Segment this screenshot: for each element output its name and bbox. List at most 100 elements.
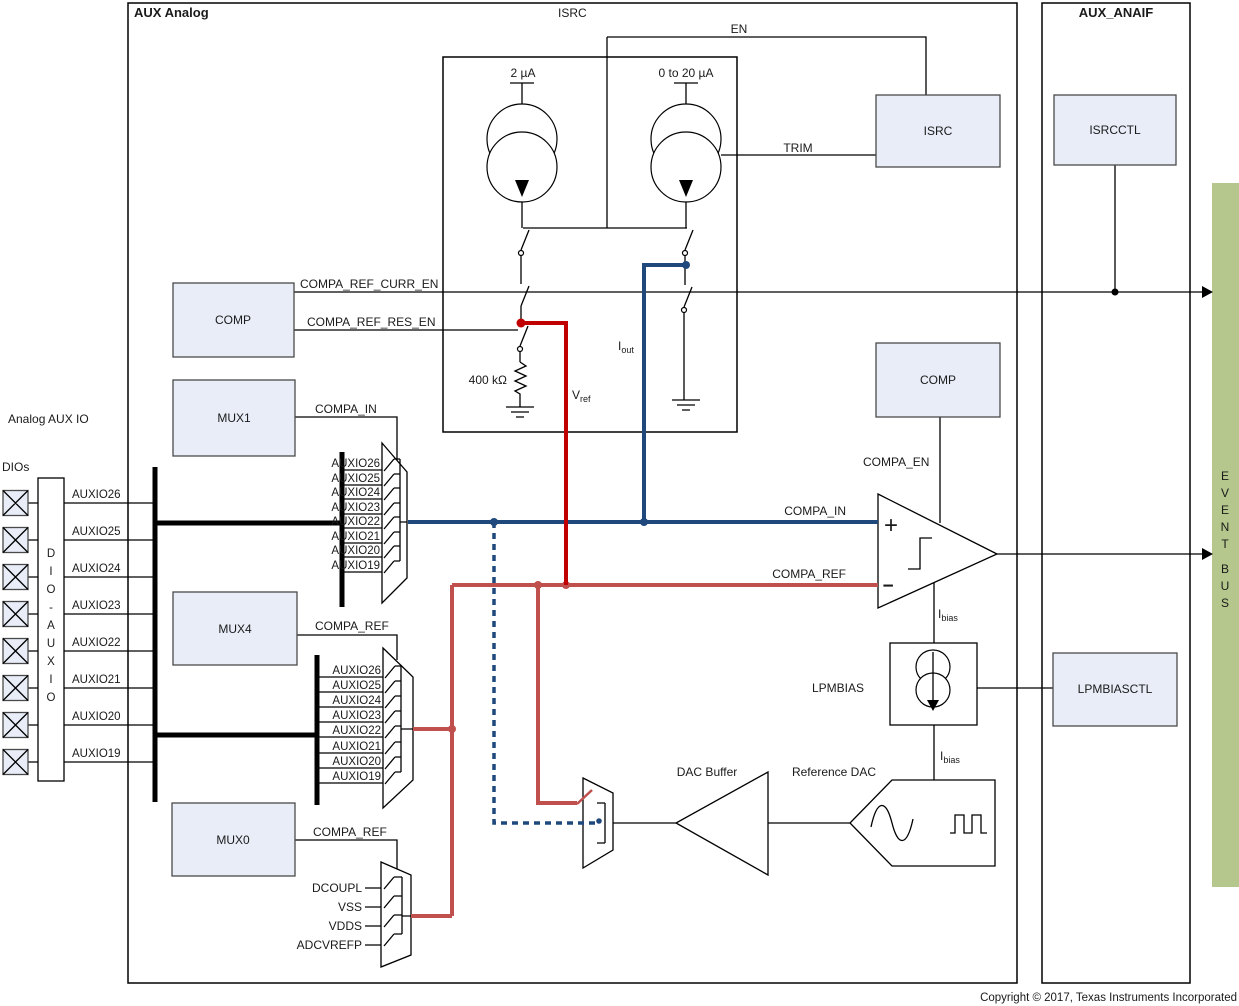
comparator-plus: + [884, 512, 898, 539]
analog-cells [674, 492, 999, 877]
colored-nets [408, 261, 878, 918]
comparator-minus: − [882, 576, 893, 597]
arrowhead-icon [1202, 548, 1213, 560]
mux4-input-label: AUXIO21 [332, 741, 381, 753]
iout-wire [642, 263, 686, 522]
bus-links [155, 520, 342, 738]
ground-icon [506, 406, 534, 418]
dashed-end-dot [596, 818, 602, 824]
isrcctl-label: ISRCCTL [1089, 123, 1141, 137]
junction-dot [640, 518, 648, 526]
mux4-input-label: AUXIO20 [332, 756, 381, 768]
compa-ref-wire [411, 583, 878, 918]
trim-label: TRIM [783, 141, 812, 155]
current-source-icon [486, 131, 558, 203]
junction-dot [682, 261, 690, 269]
switch-contact-icon [681, 249, 689, 257]
lpmbiasctl-label: LPMBIASCTL [1078, 682, 1153, 696]
dios-label: DIOs [2, 460, 29, 474]
auxio-row-label: AUXIO20 [72, 711, 121, 723]
comp-right-label: COMP [920, 373, 956, 387]
compa-ref-dac-branch-wire [536, 585, 577, 805]
mux1-label: MUX1 [217, 411, 251, 425]
en-wire [523, 36, 927, 229]
dio-letter: I [49, 566, 52, 578]
auxio-row-label: AUXIO25 [72, 526, 121, 538]
compa-en-label: COMPA_EN [863, 455, 929, 469]
isrc-block [875, 94, 1001, 168]
auxio-row-label: AUXIO22 [72, 637, 121, 649]
event-bus-letter: N [1221, 520, 1230, 534]
diagram-text: AUX Analog ISRC AUX_ANAIF EN TRIM 2 µA 0… [2, 5, 1237, 1004]
cs-right-value: 0 to 20 µA [659, 66, 714, 80]
current-source-icon [650, 131, 722, 203]
auxio-row-label: AUXIO19 [72, 748, 121, 760]
resistor-value: 400 kΩ [469, 373, 507, 387]
aux-anaif-title: AUX_ANAIF [1079, 5, 1153, 20]
dio-letter: O [47, 584, 56, 596]
dio-letter: - [49, 602, 53, 614]
reference-dac-shape [849, 779, 996, 867]
junction-dot [1111, 288, 1119, 296]
left-switch-chain [519, 229, 530, 362]
comp-right-block [875, 342, 1001, 418]
mux1-block [172, 379, 296, 457]
dio-letter: D [47, 548, 55, 560]
dio-pad-x-icon [2, 490, 29, 775]
event-bus-letter: V [1221, 486, 1229, 500]
event-bus-letter: U [1221, 579, 1230, 593]
compa-in-label: COMPA_IN [784, 504, 846, 518]
mux0-switches [383, 876, 411, 947]
current-arrow-icon [679, 180, 693, 197]
auxio-row-wires [64, 502, 155, 763]
hysteresis-icon [908, 537, 932, 570]
mux-shapes [380, 441, 614, 968]
mux0-input-wires [365, 887, 381, 946]
dio-letter: X [47, 656, 55, 668]
mux1-input-wires [342, 469, 382, 573]
compa-ref-label: COMPA_REF [772, 567, 846, 581]
mux1-switches [383, 458, 407, 574]
event-bus-letter: T [1221, 537, 1229, 551]
mux4-input-label: AUXIO26 [332, 665, 381, 677]
red-switch-slash [576, 789, 593, 805]
switch-contact-icon [517, 249, 525, 257]
event-bus-letter: E [1221, 503, 1229, 517]
en-label: EN [731, 22, 748, 36]
mux4-input-label: AUXIO25 [332, 680, 381, 692]
mux1-input-label: AUXIO21 [331, 531, 380, 543]
event-bus-bar [1212, 183, 1239, 887]
dio-letter: I [49, 674, 52, 686]
reference-dac-label: Reference DAC [792, 765, 876, 779]
resistor-icon [513, 361, 528, 407]
dac-buffer-label: DAC Buffer [677, 765, 737, 779]
square-wave-icon [950, 814, 987, 834]
isrc-internals [486, 82, 722, 418]
mux0-input-label: DCOUPL [312, 881, 362, 895]
mux1-input-label: AUXIO19 [331, 560, 380, 572]
auxio-row-label: AUXIO23 [72, 600, 121, 612]
sine-icon [870, 804, 914, 842]
vref-wire [521, 321, 568, 585]
mux0-input-label: VDDS [329, 919, 362, 933]
mux1-input-label: AUXIO22 [331, 516, 380, 528]
event-bus-letter: S [1221, 596, 1229, 610]
mux1-compa-in-label: COMPA_IN [315, 402, 377, 416]
event-bus-letter: B [1221, 562, 1229, 576]
aux-analog-title: AUX Analog [134, 5, 209, 20]
mux0-input-label: ADCVREFP [297, 938, 362, 952]
ibias-label-1: Ibias [938, 607, 958, 623]
right-switch-chain [683, 229, 694, 400]
mux4-switches [384, 665, 413, 785]
mux1-input-label: AUXIO25 [331, 473, 380, 485]
dio-auxio-column [37, 477, 65, 782]
cs-left-value: 2 µA [511, 66, 536, 80]
dio-letter: O [47, 692, 56, 704]
isrcctl-block [1053, 94, 1177, 166]
mux0-block [171, 802, 296, 877]
isrc-region-box [442, 56, 738, 433]
mux4-input-label: AUXIO24 [332, 695, 381, 707]
iout-label: Iout [618, 339, 634, 355]
